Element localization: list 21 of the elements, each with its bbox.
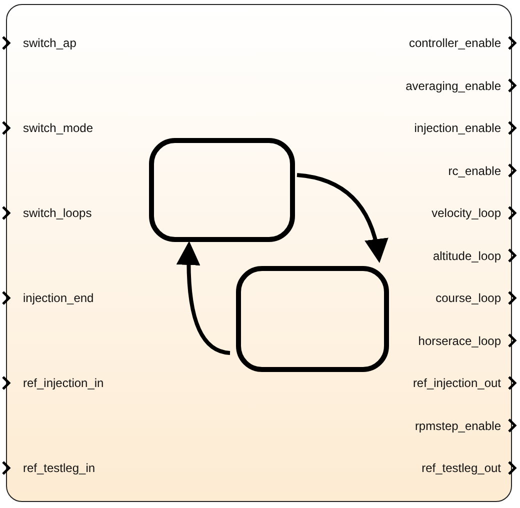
output-port-label: ref_testleg_out [422, 461, 501, 475]
state-box [149, 138, 295, 242]
output-port-label: horserace_loop [418, 334, 501, 348]
input-port-label: switch_mode [23, 121, 94, 135]
transition-arrow [176, 241, 230, 355]
output-port-label: rpmstep_enable [414, 418, 501, 432]
transition-arrow [296, 173, 388, 263]
output-port-label: injection_enable [414, 121, 501, 135]
state-box [236, 266, 389, 372]
output-port-label: averaging_enable [406, 78, 501, 92]
input-port-label: injection_end [23, 291, 94, 305]
output-port-label: ref_injection_out [412, 376, 501, 390]
output-port-label: course_loop [436, 291, 501, 305]
input-port-label: ref_injection_in [23, 376, 104, 390]
output-port-label: rc_enable [448, 164, 501, 178]
input-port-label: switch_ap [23, 36, 76, 50]
output-port-label: controller_enable [408, 36, 501, 50]
output-port-label: velocity_loop [432, 206, 501, 220]
input-port-label: switch_loops [23, 206, 92, 220]
input-port-label: ref_testleg_in [23, 461, 96, 475]
output-port-label: altitude_loop [432, 248, 501, 262]
